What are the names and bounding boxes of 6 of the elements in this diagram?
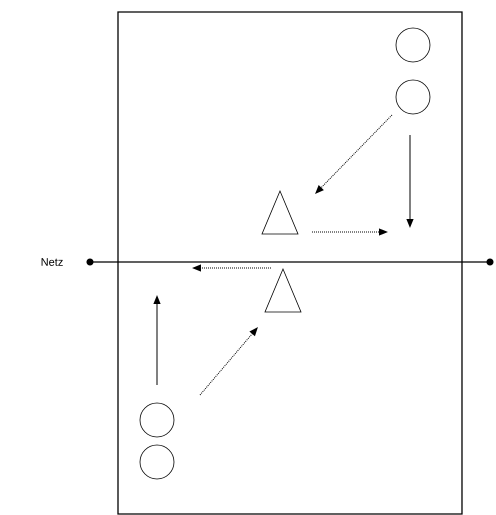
net-label: Netz <box>42 258 63 266</box>
player-circle <box>396 80 430 114</box>
player-circle <box>396 28 430 62</box>
court-boundary <box>117 11 463 515</box>
player-circle <box>140 402 174 438</box>
player-circle <box>140 444 174 480</box>
